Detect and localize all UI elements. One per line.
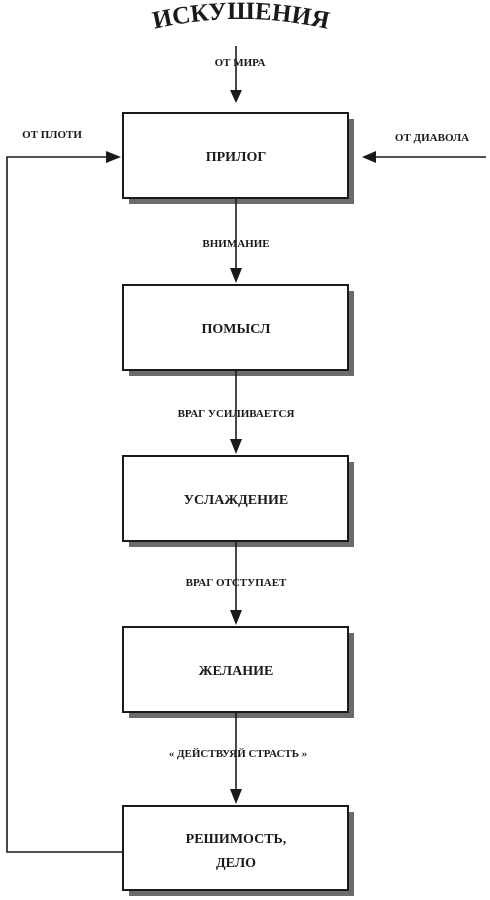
stage-3-label: УСЛАЖДЕНИЕ bbox=[184, 493, 289, 508]
arrow-stage-2-to-3-head bbox=[230, 439, 242, 454]
arrow-stage-1-to-2-head bbox=[230, 268, 242, 283]
stage-1-label: ПРИЛОГ bbox=[206, 150, 267, 165]
stage-3-box bbox=[122, 455, 349, 542]
arrow-devil-to-stage-1-head bbox=[362, 151, 376, 163]
stage-5-label-line-1: РЕШИМОСТЬ, bbox=[186, 832, 287, 847]
source-world-label: ОТ МИРА bbox=[215, 57, 266, 69]
transition-4-label: « ДЕЙСТВУЯЙ СТРАСТЬ » bbox=[169, 748, 308, 760]
arrow-stage-4-to-5-head bbox=[230, 789, 242, 804]
transition-2-label: ВРАГ УСИЛИВАЕТСЯ bbox=[178, 408, 295, 420]
stage-2-label: ПОМЫСЛ bbox=[202, 322, 272, 337]
stage-5-label-line-2: ДЕЛО bbox=[216, 856, 256, 871]
stage-4-label: ЖЕЛАНИЕ bbox=[199, 664, 274, 679]
stage-5-box bbox=[122, 805, 349, 891]
transition-3-label: ВРАГ ОТСТУПАЕТ bbox=[186, 577, 287, 589]
stage-1-box bbox=[122, 112, 349, 199]
arrow-world-to-stage-1-head bbox=[230, 90, 242, 103]
stage-4-box bbox=[122, 626, 349, 713]
arrow-flesh-loop-head bbox=[106, 151, 121, 163]
arrow-stage-3-to-4-head bbox=[230, 610, 242, 625]
stage-2-box bbox=[122, 284, 349, 371]
transition-1-label: ВНИМАНИЕ bbox=[202, 238, 269, 250]
diagram-title: ИСКУШЕНИЯ bbox=[150, 0, 332, 35]
source-flesh-label: ОТ ПЛОТИ bbox=[22, 129, 82, 141]
source-devil-label: ОТ ДИАВОЛА bbox=[395, 132, 469, 144]
arrow-flesh-loop bbox=[6, 156, 124, 853]
